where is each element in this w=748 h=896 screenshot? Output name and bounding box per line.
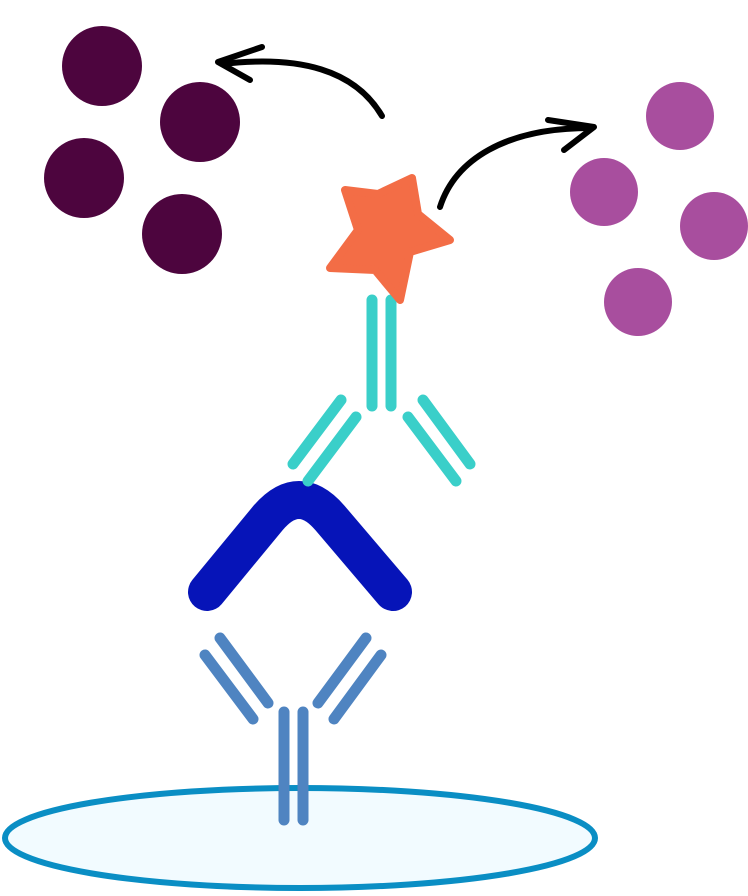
substrate-molecules xyxy=(44,26,240,274)
capture-antibody-left-arm-inner xyxy=(214,632,274,709)
curved-arrow-left-icon xyxy=(215,44,385,119)
capture-antibody-left-arm-outer xyxy=(199,649,259,725)
detection-antibody xyxy=(287,294,476,487)
detection-antibody-right-arm-outer xyxy=(417,394,476,470)
product-molecule xyxy=(604,268,672,336)
detection-antibody-left-arm-inner xyxy=(302,411,362,487)
substrate-molecule xyxy=(44,138,124,218)
capture-antibody-right-arm-inner xyxy=(312,632,372,709)
product-molecule xyxy=(646,82,714,150)
substrate-molecule xyxy=(62,26,142,106)
detection-antibody-left-arm-outer xyxy=(287,394,347,470)
antigen xyxy=(188,481,412,611)
product-molecules xyxy=(570,82,748,336)
product-molecule xyxy=(570,158,638,226)
curved-arrow-right-head xyxy=(545,117,597,153)
curved-arrow-right-shaft xyxy=(437,125,593,210)
curved-arrow-left-head xyxy=(215,44,265,83)
capture-antibody-right-arm-outer xyxy=(328,649,387,725)
capture-antibody xyxy=(199,632,387,826)
curved-arrow-left-shaft xyxy=(219,58,385,119)
substrate-molecule xyxy=(160,82,240,162)
substrate-molecule xyxy=(142,194,222,274)
detection-antibody-right-arm-inner xyxy=(402,411,462,487)
product-molecule xyxy=(680,192,748,260)
enzyme-star xyxy=(326,174,454,304)
curved-arrow-right-icon xyxy=(437,117,597,210)
